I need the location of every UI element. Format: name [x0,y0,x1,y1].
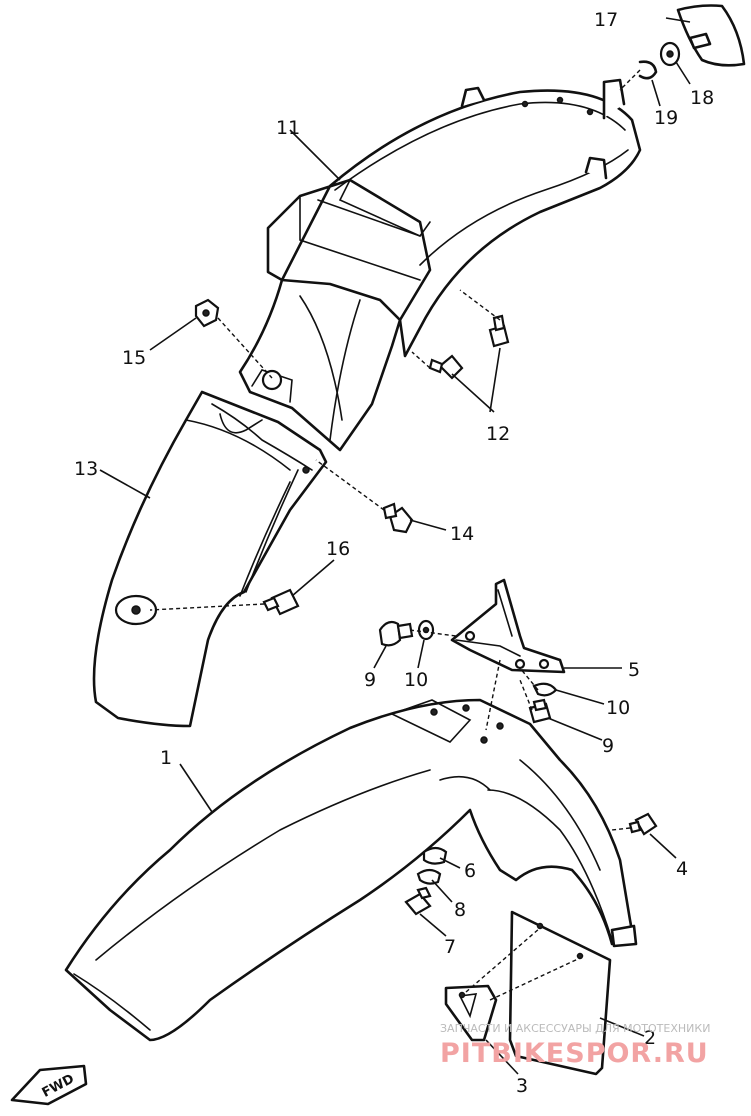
label-part-10a: 10 [404,669,428,691]
label-part-1: 1 [160,747,172,769]
label-part-19: 19 [654,107,678,129]
flap-bracket [444,984,498,1042]
leader-lines [99,17,691,1075]
nut-15 [194,298,220,328]
fender-bracket [450,578,566,674]
bolt-9-left [378,620,414,647]
rear-inner-fender [238,278,402,452]
label-part-3: 3 [516,1075,528,1097]
label-part-8: 8 [454,899,466,921]
bolts-12 [428,314,510,380]
clip-6 [422,846,448,865]
washer-10-left [417,619,435,641]
label-part-9b: 9 [602,735,614,757]
label-part-7: 7 [444,936,456,958]
label-part-4: 4 [676,858,688,880]
label-part-6: 6 [464,860,476,882]
label-part-10b: 10 [606,697,630,719]
bolt-7 [404,886,432,916]
rear-fender [266,78,642,358]
label-part-18: 18 [690,87,714,109]
label-part-17: 17 [594,9,618,31]
washer-10-right [532,682,558,697]
fwd-arrow: FWD [10,1064,88,1106]
label-part-15: 15 [122,347,146,369]
front-fender [64,698,638,1042]
label-part-5: 5 [628,659,640,681]
watermark-site: PITBIKESPOR.RU [440,1038,709,1069]
assembly-lines [149,69,641,1001]
washer-8 [416,868,442,885]
label-part-14: 14 [450,523,474,545]
part-labels: 1 2 3 4 5 6 7 8 9 9 10 10 11 12 13 14 15… [74,9,714,1097]
label-part-16: 16 [326,538,350,560]
bolt-16 [262,588,300,616]
watermark: ЗАПЧАСТИ И АКСЕССУАРЫ ДЛЯ МОТОТЕХНИКИ PI… [440,1022,710,1069]
bolt-9-right [528,698,552,724]
label-part-13: 13 [74,458,98,480]
watermark-tagline: ЗАПЧАСТИ И АКСЕССУАРЫ ДЛЯ МОТОТЕХНИКИ [440,1022,710,1035]
bolt-4 [628,812,658,836]
label-part-11: 11 [276,117,300,139]
label-part-12: 12 [486,423,510,445]
label-part-9a: 9 [364,669,376,691]
reflector-assembly [638,4,746,80]
screw-14 [382,502,414,534]
mud-flap [508,910,612,1076]
label-part-2: 2 [644,1027,656,1049]
number-plate-side-cover [92,390,328,728]
